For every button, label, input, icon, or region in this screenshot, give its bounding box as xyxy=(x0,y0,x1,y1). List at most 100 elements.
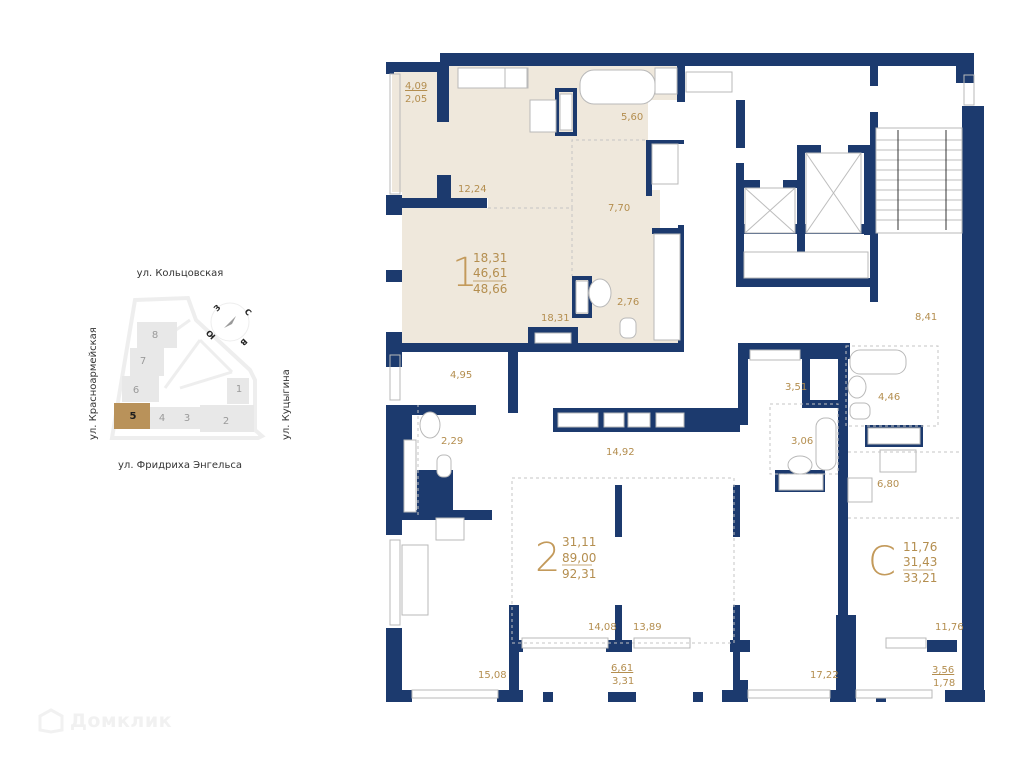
apt2-balcony-area: 6,61 xyxy=(611,663,633,674)
domclick-logo: Домклик xyxy=(38,708,172,734)
window-icon xyxy=(963,74,975,106)
apt1-balcony-area: 4,09 xyxy=(405,81,427,92)
apartment-2-living: 31,11 xyxy=(562,535,596,549)
washbasin-icon xyxy=(588,278,612,308)
window-icon xyxy=(389,354,401,401)
toilet-icon xyxy=(436,454,452,478)
apt2-storage-area: 4,95 xyxy=(450,370,472,381)
apt2-hall-area: 3,51 xyxy=(785,382,807,393)
aptC-room-area: 11,76 xyxy=(935,622,964,633)
zone-dashes xyxy=(417,139,962,644)
svg-text:З: З xyxy=(212,303,223,314)
compass-needle-icon xyxy=(224,316,236,328)
window-icon xyxy=(885,637,927,649)
apt1-toilet-area: 2,76 xyxy=(617,297,639,308)
shaft-icon xyxy=(627,412,651,428)
window-icon xyxy=(855,689,933,699)
house-logo-icon xyxy=(38,708,64,734)
aptC-balcony-area-reduced: 1,78 xyxy=(933,678,955,689)
window-icon xyxy=(411,689,499,699)
apt1-kitchen-area: 12,24 xyxy=(458,184,487,195)
aptC-balcony-area: 3,56 xyxy=(932,665,954,676)
apartment-1-summary[interactable]: 1 18,31 46,61 48,66 xyxy=(452,250,507,296)
svg-text:1: 1 xyxy=(236,384,242,395)
building-8[interactable]: 8 xyxy=(137,322,177,348)
toilet-icon xyxy=(849,402,871,420)
washing-machine-icon xyxy=(559,93,573,131)
wardrobe-icon xyxy=(653,233,681,341)
apartment-2-total-balcony: 92,31 xyxy=(562,567,596,581)
window-icon xyxy=(747,689,831,699)
apt2-bedroom3-area: 17,22 xyxy=(810,670,839,681)
apt2-bedroom1-area: 14,08 xyxy=(588,622,617,633)
washing-machine-icon xyxy=(867,427,921,445)
apt2-toilet-area: 2,29 xyxy=(441,436,463,447)
bathtub-icon xyxy=(579,69,656,105)
utility-shaft-icon xyxy=(743,251,869,279)
sink-icon xyxy=(879,449,917,473)
washing-machine-icon xyxy=(778,473,824,491)
room-areas: 4,09 2,05 12,24 5,60 7,70 18,31 2,76 4,9… xyxy=(405,81,964,689)
building-4[interactable]: 4 xyxy=(150,407,175,429)
street-south: ул. Фридриха Энгельса xyxy=(118,460,242,471)
svg-text:4: 4 xyxy=(159,413,165,424)
apt2-hallway-area: 14,92 xyxy=(606,447,635,458)
site-outline xyxy=(109,295,266,440)
building-5[interactable]: 5 xyxy=(114,403,150,429)
window-icon xyxy=(389,539,401,626)
shaft-icon xyxy=(557,412,599,428)
stove-icon xyxy=(847,477,873,503)
washbasin-icon xyxy=(419,411,441,439)
apartment-2-summary[interactable]: 2 31,11 89,00 92,31 xyxy=(535,535,596,581)
aptC-kitchen-area: 6,80 xyxy=(877,479,899,490)
stove-icon xyxy=(504,67,528,89)
key-plan: ул. Кольцовская ул. Фридриха Энгельса ул… xyxy=(88,268,292,471)
boiler-icon xyxy=(654,67,678,95)
svg-text:2: 2 xyxy=(223,416,229,427)
kitchen-counter-icon xyxy=(403,439,417,513)
staircase-steps xyxy=(744,130,962,234)
washbasin-icon xyxy=(847,375,867,399)
apt1-bathroom-area: 5,60 xyxy=(621,112,643,123)
apartment-2-total: 89,00 xyxy=(562,551,596,565)
building-3[interactable]: 3 xyxy=(175,407,200,429)
shaft-icon xyxy=(685,71,733,93)
svg-text:5: 5 xyxy=(130,411,137,422)
window-icon xyxy=(521,637,609,649)
svg-text:6: 6 xyxy=(133,385,139,396)
apartment-c-summary[interactable]: С 11,76 31,43 33,21 xyxy=(868,539,937,585)
apt2-bedroom2-area: 13,89 xyxy=(633,622,662,633)
building-7[interactable]: 7 xyxy=(130,348,164,376)
toilet-icon xyxy=(619,317,637,339)
building-2[interactable]: 2 xyxy=(200,405,254,432)
street-north: ул. Кольцовская xyxy=(137,268,224,279)
svg-text:В: В xyxy=(238,337,249,348)
apt2-balcony-area-reduced: 3,31 xyxy=(612,676,634,687)
apartment-1-living: 18,31 xyxy=(473,251,507,265)
street-east: ул. Куцыгина xyxy=(281,369,292,440)
apartment-1-total: 46,61 xyxy=(473,266,507,280)
wardrobe-icon xyxy=(651,143,679,185)
apt2-bathroom-area: 3,06 xyxy=(791,436,813,447)
apartment-c-number: С xyxy=(868,539,896,585)
apartment-c-living: 11,76 xyxy=(903,540,937,554)
bathtub-icon xyxy=(849,349,907,375)
apartment-2-number: 2 xyxy=(535,535,560,581)
apt1-balcony-area-reduced: 2,05 xyxy=(405,94,427,105)
shaft-icon xyxy=(603,412,625,428)
window-icon xyxy=(389,73,401,195)
sink-icon xyxy=(435,517,465,541)
apartment-c-total: 31,43 xyxy=(903,555,937,569)
shaft-icon xyxy=(749,349,801,361)
radiator-icon xyxy=(534,332,572,344)
svg-text:С: С xyxy=(243,307,254,318)
svg-text:7: 7 xyxy=(140,356,146,367)
apartment-1-fill[interactable] xyxy=(392,66,682,345)
building-6[interactable]: 6 xyxy=(122,376,159,402)
building-1[interactable]: 1 xyxy=(227,378,249,404)
bathtub-icon xyxy=(815,417,837,471)
aptC-bathroom-area: 4,46 xyxy=(878,392,900,403)
apartment-1-number: 1 xyxy=(452,250,477,296)
apt1-hallway-area: 7,70 xyxy=(608,203,630,214)
